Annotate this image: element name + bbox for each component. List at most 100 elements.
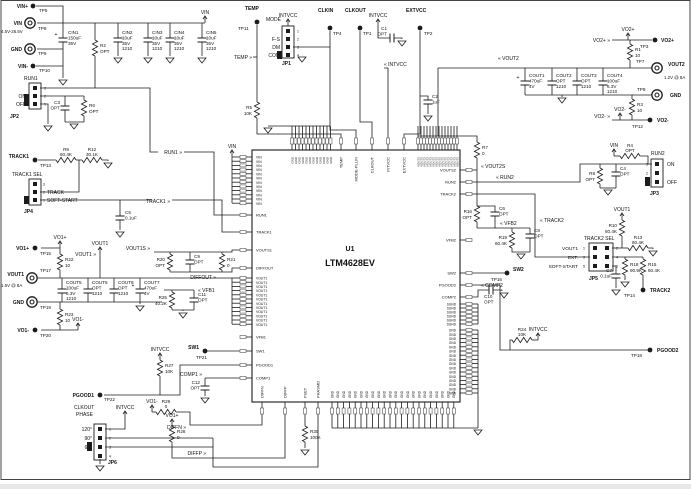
- svg-text:TP20: TP20: [40, 333, 51, 338]
- svg-text:« VOUT2: « VOUT2: [498, 56, 519, 62]
- svg-text:VO2-: VO2-: [614, 107, 626, 113]
- svg-text:10: 10: [637, 108, 643, 113]
- svg-text:DIFFP: DIFFP: [282, 386, 287, 398]
- svg-text:VOUT1: VOUT1: [614, 207, 631, 213]
- svg-text:CIN5: CIN5: [206, 30, 217, 35]
- svg-text:VOUT1: VOUT1: [92, 241, 109, 247]
- svg-text:TP10: TP10: [39, 68, 50, 73]
- testpoint-TP5: VIN+TP5: [17, 3, 48, 13]
- svg-text:1210: 1210: [152, 46, 163, 51]
- svg-text:CIN1: CIN1: [68, 30, 79, 35]
- svg-text:GND: GND: [336, 390, 340, 398]
- svg-text:VOUT1: VOUT1: [256, 289, 267, 293]
- svg-text:VOUT1: VOUT1: [256, 277, 267, 281]
- svg-text:OPT: OPT: [156, 263, 166, 268]
- svg-text:TEMP: TEMP: [245, 6, 260, 12]
- svg-text:10: 10: [65, 318, 71, 323]
- svg-text:30.1K: 30.1K: [86, 152, 99, 157]
- ic-u1: U1LTM4628EVVINVINVINVINVINVINVINVINVINVI…: [231, 125, 479, 429]
- svg-text:COUT7: COUT7: [144, 280, 160, 285]
- svg-text:VIN: VIN: [610, 143, 619, 149]
- svg-text:GND: GND: [11, 47, 23, 53]
- svg-text:COMP1 »: COMP1 »: [180, 372, 202, 378]
- svg-text:CLKOUT: CLKOUT: [369, 156, 374, 173]
- svg-text:0.1uF: 0.1uF: [600, 273, 612, 278]
- svg-text:COM: COM: [268, 53, 280, 59]
- net-label-VOUT1: VOUT1 »: [75, 252, 96, 258]
- svg-text:COUT5: COUT5: [66, 280, 82, 285]
- svg-text:VIN: VIN: [256, 172, 262, 176]
- svg-text:TP2: TP2: [424, 31, 433, 36]
- net-arrow-VO1+: VO1+: [166, 413, 179, 426]
- svg-text:TRACK1: TRACK1: [9, 154, 29, 160]
- svg-text:100uF: 100uF: [607, 78, 620, 83]
- svg-text:TP15: TP15: [40, 251, 51, 256]
- svg-text:2: 2: [297, 38, 299, 42]
- svg-text:JP6: JP6: [108, 460, 117, 466]
- svg-text:C6: C6: [499, 206, 505, 211]
- svg-text:SOFT-START: SOFT-START: [47, 198, 78, 204]
- svg-text:60.4K: 60.4K: [648, 268, 661, 273]
- svg-text:DIFFOUT »: DIFFOUT »: [190, 275, 216, 281]
- svg-text:VIN: VIN: [256, 160, 262, 164]
- svg-text:3: 3: [583, 256, 585, 260]
- net-label-DIFFN: DIFFN »: [167, 425, 186, 431]
- svg-text:R19: R19: [499, 235, 508, 240]
- svg-text:GND: GND: [449, 358, 457, 362]
- svg-text:R29: R29: [162, 399, 171, 404]
- svg-text:R7: R7: [482, 145, 488, 150]
- svg-text:PGOOD1: PGOOD1: [256, 363, 274, 368]
- svg-text:OPT: OPT: [378, 31, 388, 36]
- svg-text:VOUT1: VOUT1: [7, 272, 24, 278]
- svg-text:TP14: TP14: [624, 293, 635, 298]
- svg-text:RUN1: RUN1: [256, 213, 268, 218]
- svg-text:« RUN2: « RUN2: [496, 175, 514, 181]
- net-label-VO2+: VO2+ »: [593, 38, 610, 44]
- svg-text:3: 3: [43, 183, 45, 187]
- svg-text:COUT4: COUT4: [607, 73, 623, 78]
- svg-text:VIN: VIN: [256, 193, 262, 197]
- svg-text:1210: 1210: [92, 291, 103, 296]
- svg-text:GND: GND: [13, 300, 25, 306]
- svg-text:2: 2: [43, 191, 45, 195]
- svg-text:COMP1: COMP1: [256, 376, 271, 381]
- svg-text:EXTVCC: EXTVCC: [401, 157, 406, 173]
- svg-text:35V: 35V: [174, 41, 183, 46]
- net-label-TRACK2: « TRACK2: [540, 218, 564, 224]
- svg-text:INTVCC: INTVCC: [385, 157, 390, 172]
- svg-text:C7: C7: [606, 268, 612, 273]
- svg-text:R6: R6: [89, 103, 95, 108]
- svg-text:DIFFN »: DIFFN »: [167, 425, 186, 431]
- net-arrow-VO2+: VO2+: [622, 27, 635, 40]
- svg-text:GND: GND: [322, 156, 326, 164]
- svg-text:1210: 1210: [118, 291, 129, 296]
- net-labels: TEMP »RUN1 »TRACK1 »VOUT1 »VOUT1S »DIFFO…: [75, 38, 610, 457]
- svg-text:6.3V: 6.3V: [607, 84, 617, 89]
- svg-text:GND: GND: [400, 390, 404, 398]
- svg-text:MODE-PLLIN: MODE-PLLIN: [353, 157, 358, 182]
- svg-text:VOUT1 »: VOUT1 »: [75, 252, 96, 258]
- svg-text:VOUT2: VOUT2: [452, 157, 456, 167]
- svg-text:CIN4: CIN4: [174, 30, 185, 35]
- svg-text:JP3: JP3: [650, 191, 659, 197]
- svg-text:TRACK2: TRACK2: [650, 288, 670, 294]
- svg-text:SGND: SGND: [447, 307, 457, 311]
- svg-text:GND: GND: [297, 156, 301, 164]
- svg-text:60.4K: 60.4K: [632, 240, 645, 245]
- svg-text:ON: ON: [19, 94, 27, 100]
- svg-text:R22: R22: [65, 257, 74, 262]
